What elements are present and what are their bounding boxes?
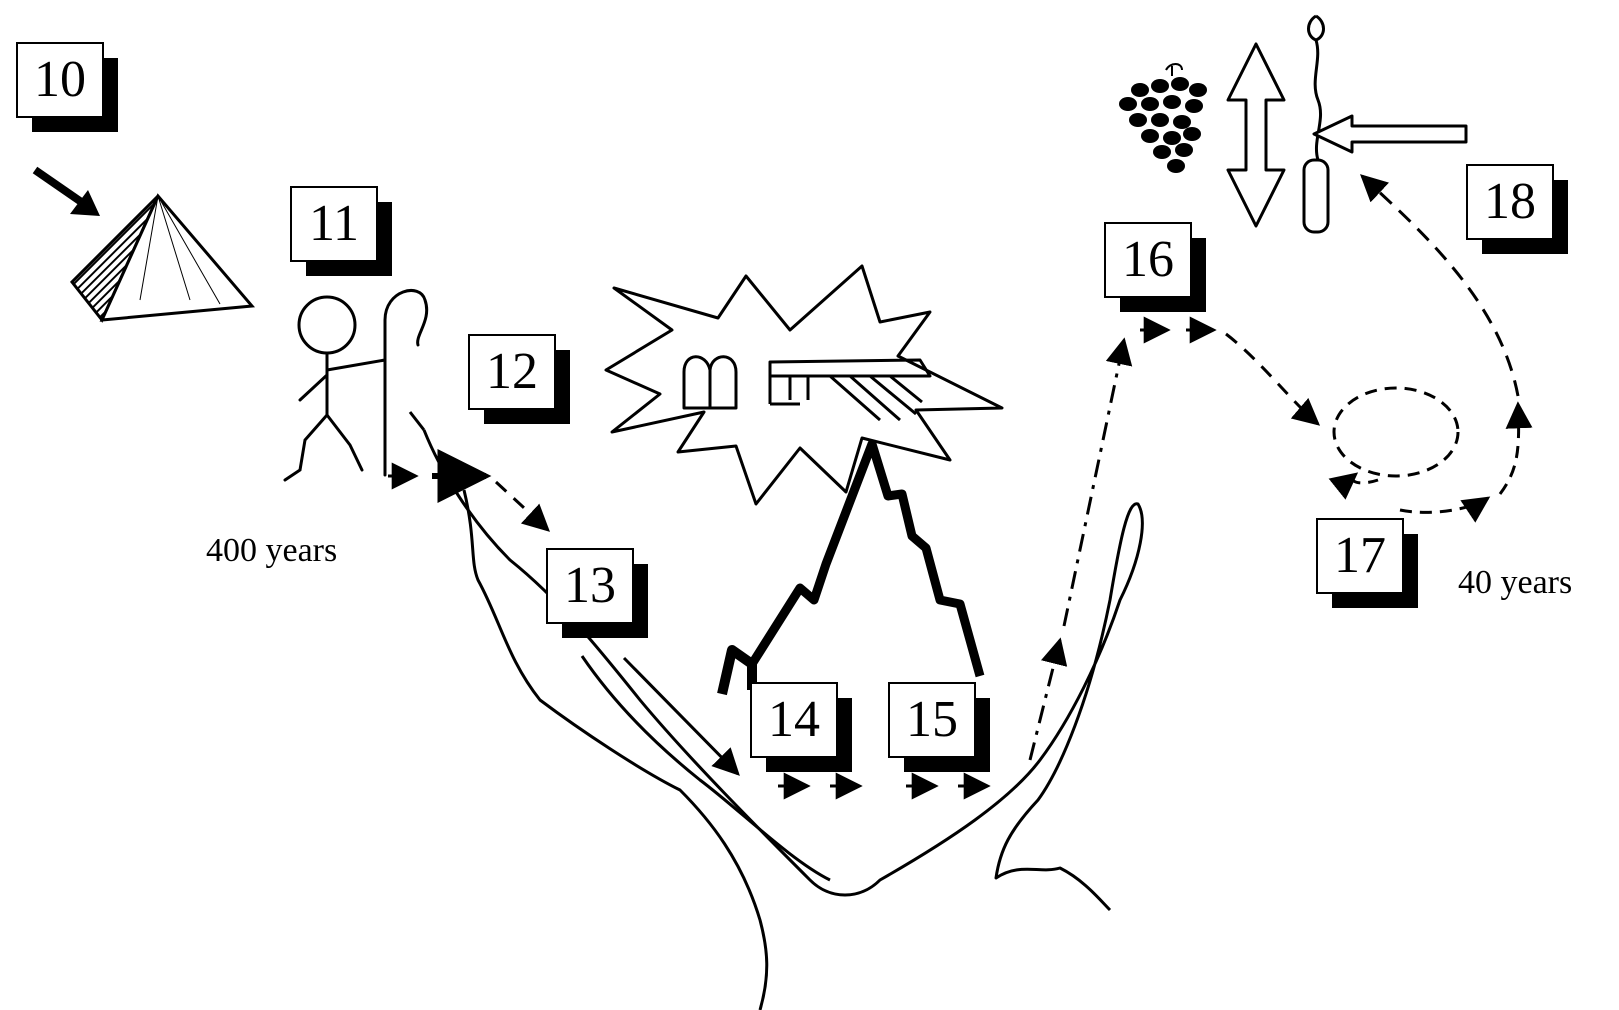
egypt-duration-caption: 400 years [206,532,338,569]
journey-arrows [388,174,1533,800]
step-number: 14 [750,682,838,758]
grape-cluster-icon [1119,63,1207,173]
step-number: 11 [290,186,378,262]
wilderness-duration-caption: 40 years [1458,564,1573,601]
double-arrow-icon [1226,42,1286,228]
stick-figure-with-staff-icon [283,289,429,482]
step-box-10: 10 [16,42,118,132]
step-number: 13 [546,548,634,624]
tablets-and-ark-icon [604,264,1004,506]
step-box-14: 14 [750,682,852,772]
pyramid-pointer-arrow [32,166,100,216]
hollow-arrow-icon [1312,114,1468,154]
scarlet-cord-icon [1302,14,1330,234]
step-box-12: 12 [468,334,570,424]
step-box-13: 13 [546,548,648,638]
step-number: 17 [1316,518,1404,594]
mountain-icon [717,439,985,696]
step-number: 10 [16,42,104,118]
step-box-15: 15 [888,682,990,772]
pyramid-icon [69,193,256,323]
step-box-18: 18 [1466,164,1568,254]
step-number: 15 [888,682,976,758]
step-number: 12 [468,334,556,410]
step-box-11: 11 [290,186,392,276]
step-box-16: 16 [1104,222,1206,312]
sea-crossing-outline [408,411,1144,1010]
step-number: 18 [1466,164,1554,240]
step-box-17: 17 [1316,518,1418,608]
step-number: 16 [1104,222,1192,298]
